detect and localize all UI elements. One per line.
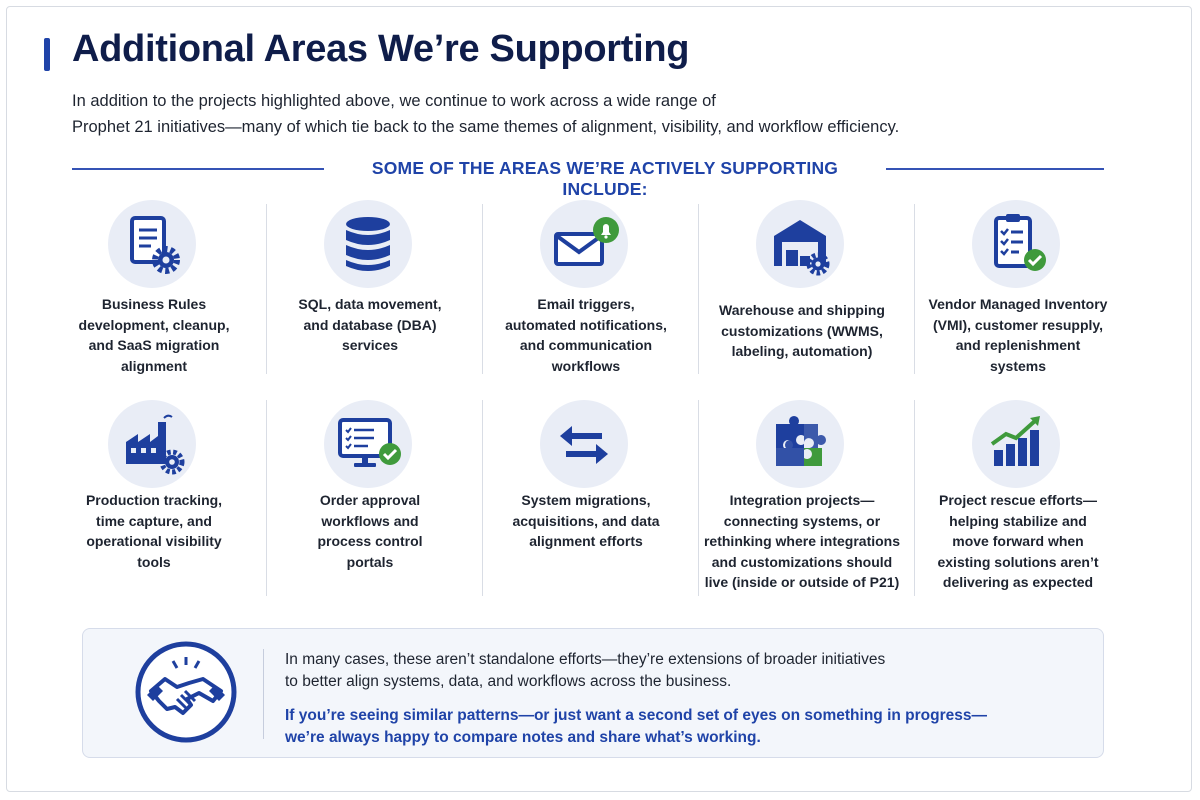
area-label-line: and replenishment xyxy=(955,337,1081,353)
callout-cta-line: we’re always happy to compare notes and … xyxy=(285,729,761,746)
area-label-line: development, cleanup, xyxy=(78,316,230,333)
intro-text: In addition to the projects highlighted … xyxy=(72,88,972,140)
title-accent-bar xyxy=(44,38,50,71)
area-label-line: delivering as expected xyxy=(942,574,1094,590)
area-label-line: Email triggers, xyxy=(537,296,635,312)
area-label: Business Rules development, cleanup, and… xyxy=(54,294,254,376)
area-label-line: automated notifications, xyxy=(505,316,667,333)
area-label: Vendor Managed Inventory (VMI), customer… xyxy=(918,294,1118,376)
puzzle-icon xyxy=(756,400,844,488)
callout-text-line: to better align systems, data, and workf… xyxy=(285,673,732,690)
area-label: Email triggers, automated notifications,… xyxy=(486,294,686,376)
grid-divider xyxy=(698,400,699,596)
document-gear-icon xyxy=(108,200,196,288)
area-label-line: and communication xyxy=(519,337,653,353)
area-label-line: acquisitions, and data xyxy=(512,512,660,529)
intro-line-2: Prophet 21 initiatives—many of which tie… xyxy=(72,118,900,136)
area-label-line: System migrations, xyxy=(521,492,651,508)
subhead-rule-left xyxy=(72,168,324,170)
areas-grid: Business Rules development, cleanup, and… xyxy=(50,196,1150,601)
area-label-line: time capture, and xyxy=(96,512,212,529)
area-email-triggers: Email triggers, automated notifications,… xyxy=(482,196,702,396)
area-label-line: SQL, data movement, xyxy=(298,296,442,312)
callout-cta: If you’re seeing similar patterns—or jus… xyxy=(285,705,1065,749)
area-label: System migrations, acquisitions, and dat… xyxy=(486,490,686,552)
callout-box: In many cases, these aren’t standalone e… xyxy=(82,628,1104,758)
page-title: Additional Areas We’re Supporting xyxy=(72,28,690,70)
grid-divider xyxy=(266,204,267,374)
grid-divider xyxy=(914,204,915,374)
growth-chart-icon xyxy=(972,400,1060,488)
intro-line-1: In addition to the projects highlighted … xyxy=(72,92,716,110)
page-frame xyxy=(6,6,1192,792)
area-label-line: workflows xyxy=(551,357,621,374)
section-subhead: SOME OF THE AREAS WE’RE ACTIVELY SUPPORT… xyxy=(371,158,839,199)
area-order-approval: Order approval workflows and process con… xyxy=(266,396,486,596)
area-label-line: services xyxy=(341,337,399,353)
area-label: Project rescue efforts— helping stabiliz… xyxy=(918,490,1118,593)
area-label-line: live (inside or outside of P21) xyxy=(704,574,900,590)
area-label-line: customizations (WWMS, xyxy=(721,322,883,339)
area-label-line: Production tracking, xyxy=(85,492,223,508)
grid-divider xyxy=(698,204,699,374)
area-label-line: existing solutions aren’t xyxy=(937,553,1099,570)
area-label: Production tracking, time capture, and o… xyxy=(54,490,254,572)
area-business-rules: Business Rules development, cleanup, and… xyxy=(50,196,270,396)
callout-text: In many cases, these aren’t standalone e… xyxy=(285,649,1065,693)
area-label-line: Order approval xyxy=(319,492,421,508)
area-label-line: Vendor Managed Inventory xyxy=(928,296,1108,312)
area-warehouse-shipping: Warehouse and shipping customizations (W… xyxy=(698,196,918,396)
area-label-line: helping stabilize and xyxy=(949,512,1087,529)
area-label: Integration projects— connecting systems… xyxy=(702,490,902,593)
callout-cta-line: If you’re seeing similar patterns—or jus… xyxy=(285,707,987,724)
monitor-checklist-icon xyxy=(324,400,412,488)
area-label-line: connecting systems, or xyxy=(723,512,881,529)
area-label-line: and SaaS migration xyxy=(88,337,220,353)
area-label: SQL, data movement, and database (DBA) s… xyxy=(270,294,470,356)
area-label-line: Business Rules xyxy=(101,296,207,312)
area-label-line: process control xyxy=(317,533,423,549)
area-label-line: and customizations should xyxy=(711,553,893,570)
database-icon xyxy=(324,200,412,288)
area-label-line: portals xyxy=(346,553,394,570)
area-label-line: move forward when xyxy=(952,533,1084,549)
area-label-line: systems xyxy=(989,357,1047,374)
area-vmi: Vendor Managed Inventory (VMI), customer… xyxy=(914,196,1134,396)
area-label-line: labeling, automation) xyxy=(731,343,873,359)
area-label-line: alignment efforts xyxy=(529,533,643,549)
handshake-icon xyxy=(133,639,239,745)
subhead-rule-right xyxy=(886,168,1104,170)
area-label-line: workflows and xyxy=(321,512,419,529)
area-label-line: tools xyxy=(137,553,171,570)
area-production-tracking: Production tracking, time capture, and o… xyxy=(50,396,270,596)
area-label-line: and database (DBA) xyxy=(303,316,437,333)
grid-divider xyxy=(482,204,483,374)
factory-gear-icon xyxy=(108,400,196,488)
area-system-migrations: System migrations, acquisitions, and dat… xyxy=(482,396,702,596)
area-integration-projects: Integration projects— connecting systems… xyxy=(698,396,918,596)
area-label-line: Integration projects— xyxy=(729,492,875,508)
grid-divider xyxy=(482,400,483,596)
area-sql-dba: SQL, data movement, and database (DBA) s… xyxy=(266,196,486,396)
area-label-line: Project rescue efforts— xyxy=(939,492,1097,508)
area-label: Warehouse and shipping customizations (W… xyxy=(702,300,902,362)
swap-arrows-icon xyxy=(540,400,628,488)
area-project-rescue: Project rescue efforts— helping stabiliz… xyxy=(914,396,1134,596)
callout-text-line: In many cases, these aren’t standalone e… xyxy=(285,651,886,668)
email-bell-icon xyxy=(540,200,628,288)
clipboard-check-icon xyxy=(972,200,1060,288)
area-label-line: operational visibility xyxy=(86,533,222,549)
area-label-line: rethinking where integrations xyxy=(703,533,901,549)
area-label-line: alignment xyxy=(120,357,188,374)
grid-divider xyxy=(914,400,915,596)
area-label-line: Warehouse and shipping xyxy=(719,302,885,318)
area-label-line: (VMI), customer resupply, xyxy=(932,316,1104,333)
callout-divider xyxy=(263,649,264,739)
grid-divider xyxy=(266,400,267,596)
warehouse-gear-icon xyxy=(756,200,844,288)
area-label: Order approval workflows and process con… xyxy=(270,490,470,572)
